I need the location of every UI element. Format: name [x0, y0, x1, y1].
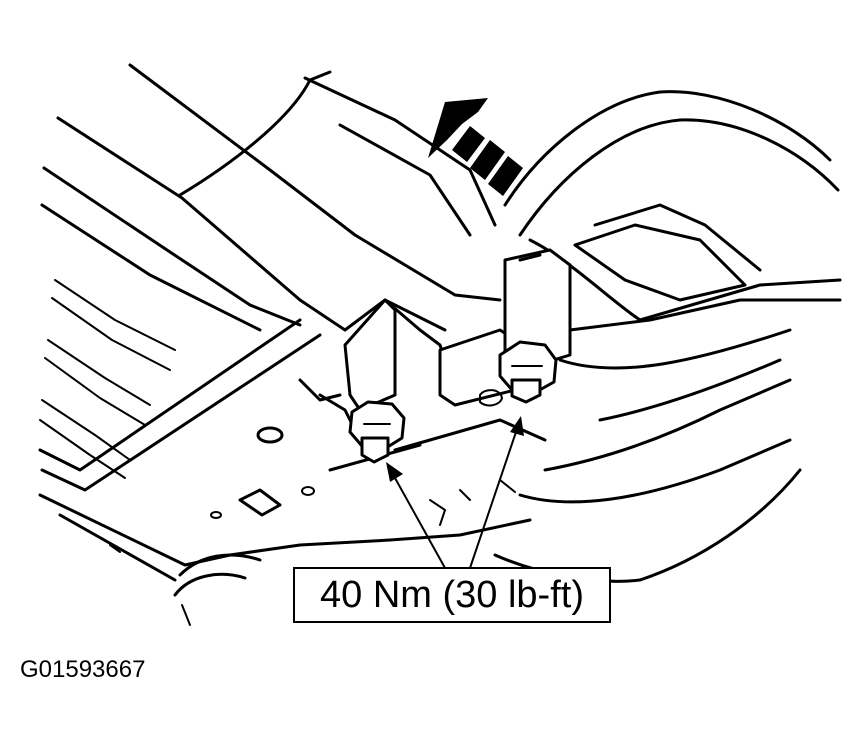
left-bracket: [318, 298, 447, 442]
floor-pan-outline: [38, 63, 357, 582]
right-nut: [498, 340, 558, 404]
rear-panel-outline: [493, 90, 842, 583]
figure-id: G01593667: [20, 656, 146, 683]
crossmember-outline: [178, 70, 502, 332]
left-nut: [348, 400, 406, 464]
torque-callout: 40 Nm (30 lb-ft): [293, 567, 611, 623]
forward-arrow-icon: [428, 98, 523, 196]
leader-lines: [386, 416, 524, 569]
